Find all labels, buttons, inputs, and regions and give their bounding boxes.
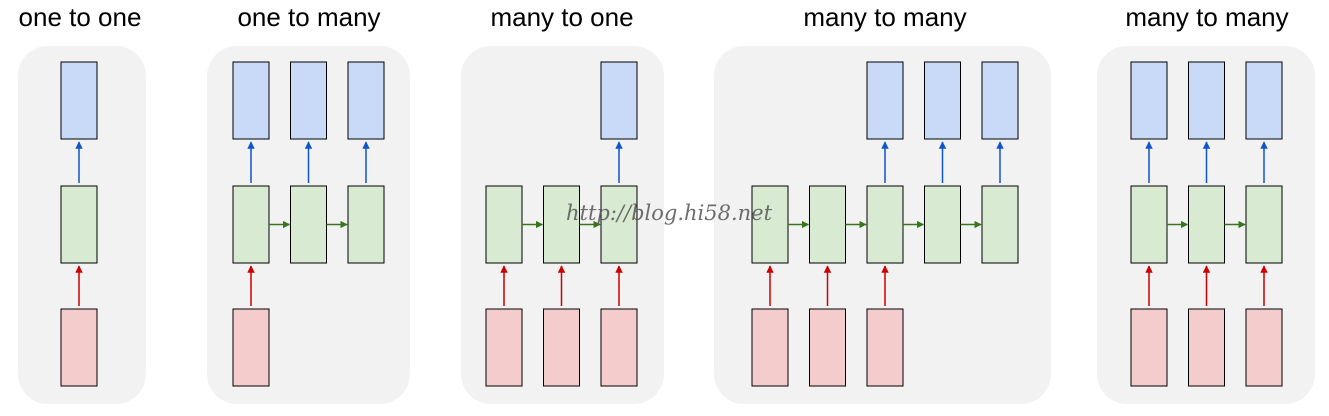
input-box [751,308,789,387]
hidden-state-box [1130,185,1168,264]
hidden-state-box [924,185,961,264]
hidden-state-box [60,185,98,264]
input-box [1245,308,1283,387]
output-box [347,61,385,140]
panel-title: many to many [1125,2,1288,32]
output-box [232,61,270,140]
input-box [543,308,580,387]
panel-title: one to many [237,2,380,32]
output-box [981,61,1019,140]
panel-title: one to one [19,2,142,32]
hidden-state-box [347,185,385,264]
hidden-state-box [232,185,270,264]
output-box [290,61,327,140]
hidden-state-box [485,185,523,264]
output-box [1245,61,1283,140]
input-box [485,308,523,387]
hidden-state-box [1188,185,1225,264]
input-box [809,308,846,387]
panel-3: many to one [461,2,664,404]
output-box [924,61,961,140]
hidden-state-box [751,185,789,264]
hidden-state-box [1245,185,1283,264]
output-box [1188,61,1225,140]
input-box [1188,308,1225,387]
input-box [1130,308,1168,387]
input-box [60,308,98,387]
output-box [60,61,98,140]
input-box [232,308,270,387]
output-box [600,61,638,140]
panel-2: one to many [207,2,410,404]
panel-title: many to one [490,2,633,32]
output-box [1130,61,1168,140]
input-box [600,308,638,387]
hidden-state-box [600,185,638,264]
panel-5: many to many [1097,2,1315,404]
panel-1: one to one [18,2,146,404]
panel-4: many to many [714,2,1051,404]
hidden-state-box [981,185,1019,264]
hidden-state-box [809,185,846,264]
panel-title: many to many [803,2,966,32]
output-box [866,61,904,140]
watermark-text: http://blog.hi58.net [566,201,773,225]
hidden-state-box [866,185,904,264]
input-box [866,308,904,387]
hidden-state-box [290,185,327,264]
